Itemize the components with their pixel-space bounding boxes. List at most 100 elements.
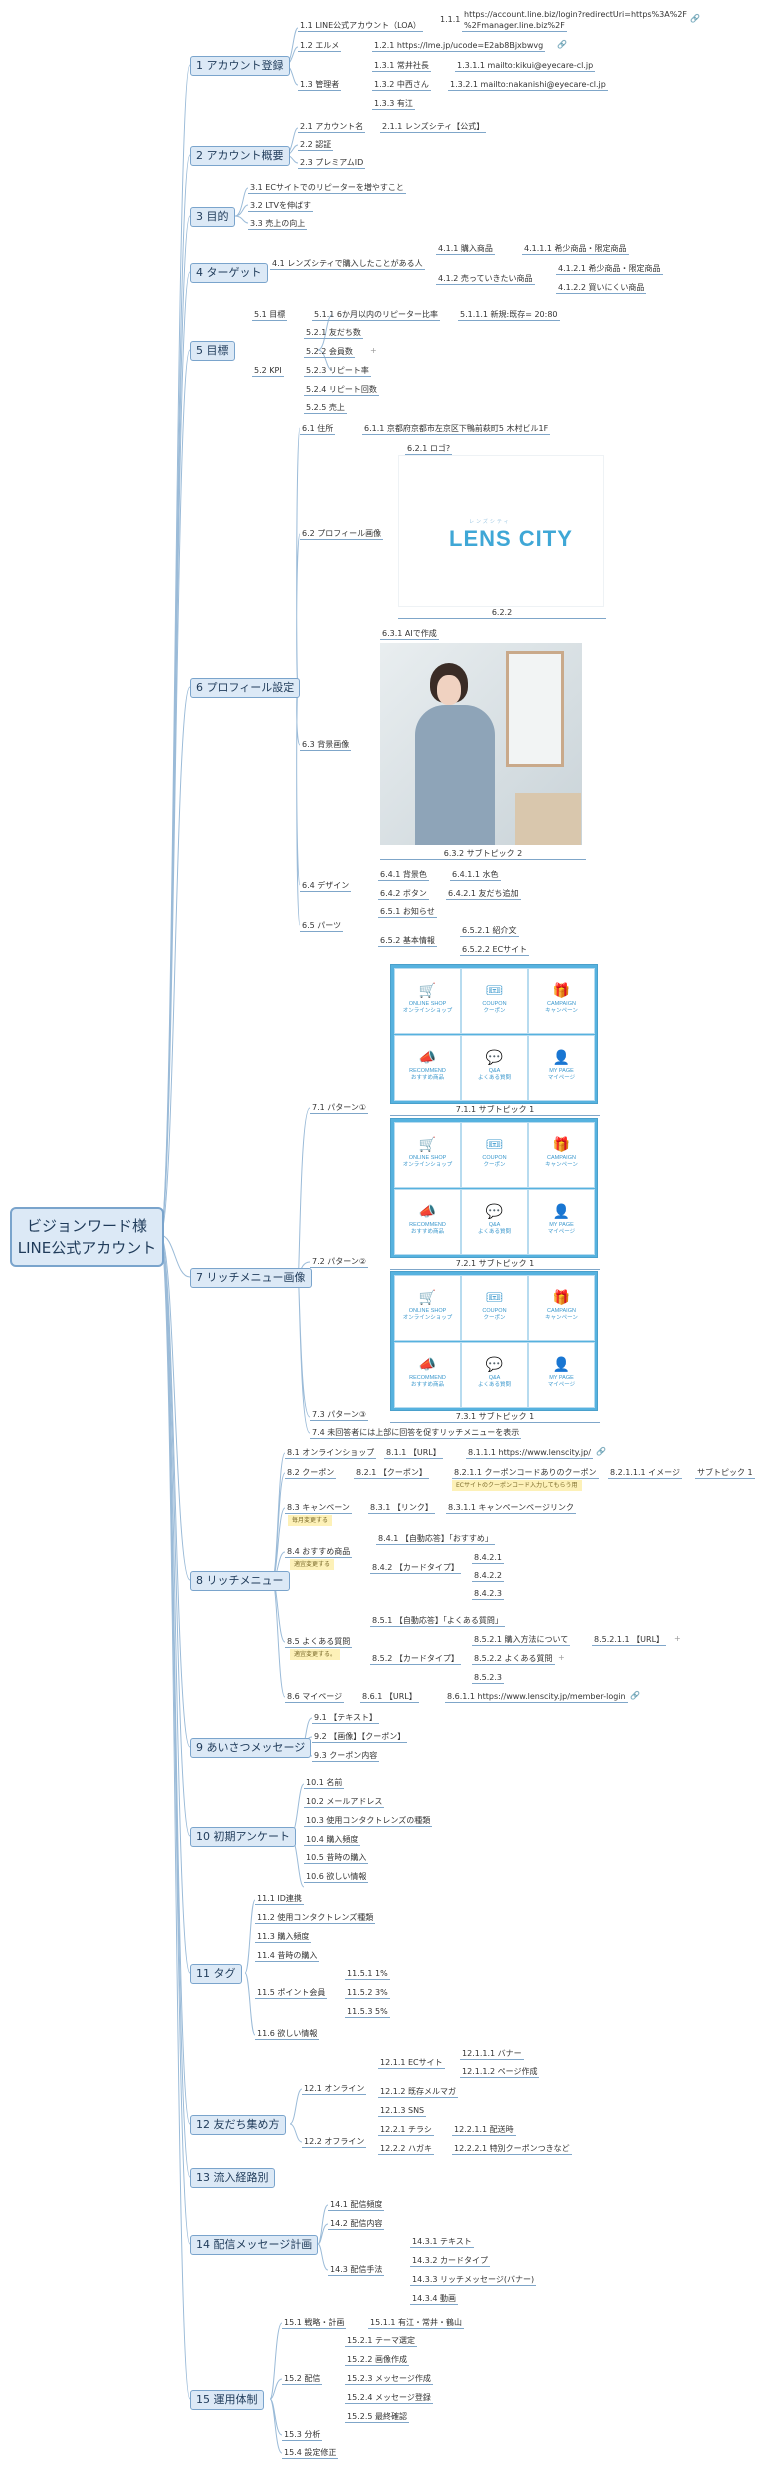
node-8-6[interactable]: 8.6 マイページ	[285, 1692, 345, 1703]
node-12-1-2[interactable]: 12.1.2 既存メルマガ	[378, 2087, 458, 2098]
node-8-5-1[interactable]: 8.5.1 【自動応答】「よくある質問」	[370, 1616, 505, 1627]
topic-account-overview[interactable]: 2 アカウント概要	[190, 146, 290, 166]
node-11-5[interactable]: 11.5 ポイント会員	[255, 1988, 328, 1999]
node-12-1-3[interactable]: 12.1.3 SNS	[378, 2106, 427, 2117]
node-10-2[interactable]: 10.2 メールアドレス	[304, 1797, 385, 1808]
topic-inflow-route[interactable]: 13 流入経路別	[190, 2168, 275, 2188]
node-12-1-1-1[interactable]: 12.1.1.1 バナー	[460, 2049, 524, 2060]
node-6-5-2-1[interactable]: 6.5.2.1 紹介文	[460, 926, 519, 937]
node-14-1[interactable]: 14.1 配信頻度	[328, 2200, 385, 2211]
node-2-2[interactable]: 2.2 認証	[298, 140, 334, 151]
node-10-3[interactable]: 10.3 使用コンタクトレンズの種類	[304, 1816, 433, 1827]
node-5-2-3[interactable]: 5.2.3 リピート率	[304, 366, 371, 377]
node-11-5-2[interactable]: 11.5.2 3%	[345, 1988, 390, 1999]
topic-friend-acquisition[interactable]: 12 友だち集め方	[190, 2115, 286, 2135]
topic-goals[interactable]: 5 目標	[190, 341, 235, 361]
node-1-2[interactable]: 1.2 エルメ	[298, 41, 342, 52]
node-8-2-1[interactable]: 8.2.1 【クーポン】	[354, 1468, 429, 1479]
topic-tags[interactable]: 11 タグ	[190, 1964, 242, 1984]
node-6-5-2-2[interactable]: 6.5.2.2 ECサイト	[460, 945, 530, 956]
topic-profile-settings[interactable]: 6 プロフィール設定	[190, 678, 301, 698]
node-2-1[interactable]: 2.1 アカウント名	[298, 122, 366, 133]
node-8-1-1-1[interactable]: 8.1.1.1 https://www.lenscity.jp/	[466, 1448, 593, 1459]
node-7-4[interactable]: 7.4 未回答者には上部に回答を促すリッチメニューを表示	[310, 1428, 522, 1439]
node-5-1-1[interactable]: 5.1.1 6か月以内のリピーター比率	[312, 310, 440, 321]
topic-operation[interactable]: 15 運用体制	[190, 2390, 264, 2410]
node-4-1-1[interactable]: 4.1.1 購入商品	[436, 244, 495, 255]
node-15-2-2[interactable]: 15.2.2 画像作成	[345, 2355, 409, 2366]
node-14-2[interactable]: 14.2 配信内容	[328, 2219, 385, 2230]
node-8-5-2-3[interactable]: 8.5.2.3	[472, 1673, 504, 1684]
node-3-2[interactable]: 3.2 LTVを伸ばす	[248, 201, 313, 212]
node-7-2-1[interactable]: 7.2.1 サブトピック 1	[390, 1258, 600, 1270]
node-1-3-3[interactable]: 1.3.3 有江	[372, 99, 415, 110]
plus-icon[interactable]: +	[674, 1634, 681, 1643]
node-6-5-2[interactable]: 6.5.2 基本情報	[378, 936, 437, 947]
node-11-5-1[interactable]: 11.5.1 1%	[345, 1969, 390, 1980]
topic-initial-survey[interactable]: 10 初期アンケート	[190, 1827, 297, 1847]
node-11-3[interactable]: 11.3 購入頻度	[255, 1932, 312, 1943]
node-8-5-2-1[interactable]: 8.5.2.1 購入方法について	[472, 1635, 571, 1646]
node-8-2[interactable]: 8.2 クーポン	[285, 1468, 337, 1479]
node-11-1[interactable]: 11.1 ID連携	[255, 1894, 304, 1905]
node-12-2[interactable]: 12.2 オフライン	[302, 2137, 367, 2148]
node-6-4-2-1[interactable]: 6.4.2.1 友だち追加	[446, 889, 521, 900]
node-6-2[interactable]: 6.2 プロフィール画像	[300, 529, 384, 540]
plus-icon[interactable]: +	[558, 1653, 565, 1662]
node-12-2-1[interactable]: 12.2.1 チラシ	[378, 2125, 434, 2136]
node-8-5-2[interactable]: 8.5.2 【カードタイプ】	[370, 1654, 461, 1665]
node-6-3[interactable]: 6.3 背景画像	[300, 740, 352, 751]
node-11-5-3[interactable]: 11.5.3 5%	[345, 2007, 390, 2018]
node-8-6-1[interactable]: 8.6.1 【URL】	[360, 1692, 419, 1703]
node-15-2-4[interactable]: 15.2.4 メッセージ登録	[345, 2393, 433, 2404]
node-6-3-1[interactable]: 6.3.1 AIで作成	[380, 629, 439, 640]
topic-richmenu-images[interactable]: 7 リッチメニュー画像	[190, 1268, 312, 1288]
node-6-4-1-1[interactable]: 6.4.1.1 水色	[450, 870, 501, 881]
node-6-4-2[interactable]: 6.4.2 ボタン	[378, 889, 429, 900]
link-icon[interactable]: 🔗	[596, 1447, 606, 1456]
node-12-2-2-1[interactable]: 12.2.2.1 特別クーポンつきなど	[452, 2144, 572, 2155]
node-1-1-1[interactable]: 1.1.1	[440, 15, 461, 24]
node-8-4-1[interactable]: 8.4.1 【自動応答】「おすすめ」	[376, 1534, 495, 1545]
node-9-1[interactable]: 9.1 【テキスト】	[312, 1713, 380, 1724]
topic-greeting-message[interactable]: 9 あいさつメッセージ	[190, 1738, 312, 1758]
node-14-3-4[interactable]: 14.3.4 動画	[410, 2294, 458, 2305]
link-icon[interactable]: 🔗	[630, 1691, 640, 1700]
node-1-1-1-url-line2[interactable]: %2Fmanager.line.biz%2F	[462, 21, 567, 32]
node-1-1[interactable]: 1.1 LINE公式アカウント（LOA）	[298, 21, 423, 32]
topic-purpose[interactable]: 3 目的	[190, 207, 235, 227]
node-15-1-1[interactable]: 15.1.1 有江・常井・鶴山	[368, 2318, 464, 2329]
node-4-1-1-1[interactable]: 4.1.1.1 希少商品・限定商品	[522, 244, 629, 255]
node-1-3-1[interactable]: 1.3.1 常井社長	[372, 61, 431, 72]
node-5-2-4[interactable]: 5.2.4 リピート回数	[304, 385, 379, 396]
node-1-1-1-url-line1[interactable]: https://account.line.biz/login?redirectU…	[464, 10, 688, 19]
node-11-2[interactable]: 11.2 使用コンタクトレンズ種類	[255, 1913, 376, 1924]
node-8-3[interactable]: 8.3 キャンペーン	[285, 1503, 352, 1514]
node-5-2-5[interactable]: 5.2.5 売上	[304, 403, 347, 414]
node-6-3-2[interactable]: 6.3.2 サブトピック 2	[380, 848, 586, 860]
topic-message-plan[interactable]: 14 配信メッセージ計画	[190, 2235, 319, 2255]
node-12-1[interactable]: 12.1 オンライン	[302, 2084, 367, 2095]
node-7-1-1[interactable]: 7.1.1 サブトピック 1	[390, 1104, 600, 1116]
node-9-2[interactable]: 9.2 【画像】【クーポン】	[312, 1732, 408, 1743]
node-15-4[interactable]: 15.4 設定修正	[282, 2448, 339, 2459]
node-3-1[interactable]: 3.1 ECサイトでのリピーターを増やすこと	[248, 183, 406, 194]
node-7-1[interactable]: 7.1 パターン①	[310, 1103, 369, 1114]
topic-richmenu[interactable]: 8 リッチメニュー	[190, 1571, 290, 1591]
node-5-1[interactable]: 5.1 目標	[252, 310, 288, 321]
node-11-4[interactable]: 11.4 昔時の購入	[255, 1951, 320, 1962]
node-6-2-2[interactable]: 6.2.2	[398, 607, 606, 619]
node-7-2[interactable]: 7.2 パターン②	[310, 1257, 369, 1268]
node-2-3[interactable]: 2.3 プレミアムID	[298, 158, 366, 169]
node-8-4-2-3[interactable]: 8.4.2.3	[472, 1589, 504, 1600]
node-1-3[interactable]: 1.3 管理者	[298, 80, 342, 91]
node-9-3[interactable]: 9.3 クーポン内容	[312, 1751, 380, 1762]
node-8-5[interactable]: 8.5 よくある質問	[285, 1637, 353, 1648]
node-10-4[interactable]: 10.4 購入頻度	[304, 1835, 361, 1846]
node-8-1[interactable]: 8.1 オンラインショップ	[285, 1448, 377, 1459]
node-4-1-2-2[interactable]: 4.1.2.2 買いにくい商品	[556, 283, 647, 294]
link-icon[interactable]: 🔗	[557, 40, 567, 49]
node-8-6-1-1[interactable]: 8.6.1.1 https://www.lenscity.jp/member-l…	[445, 1692, 628, 1703]
node-2-1-1[interactable]: 2.1.1 レンズシティ【公式】	[380, 122, 487, 133]
node-12-1-1-2[interactable]: 12.1.1.2 ページ作成	[460, 2067, 540, 2078]
